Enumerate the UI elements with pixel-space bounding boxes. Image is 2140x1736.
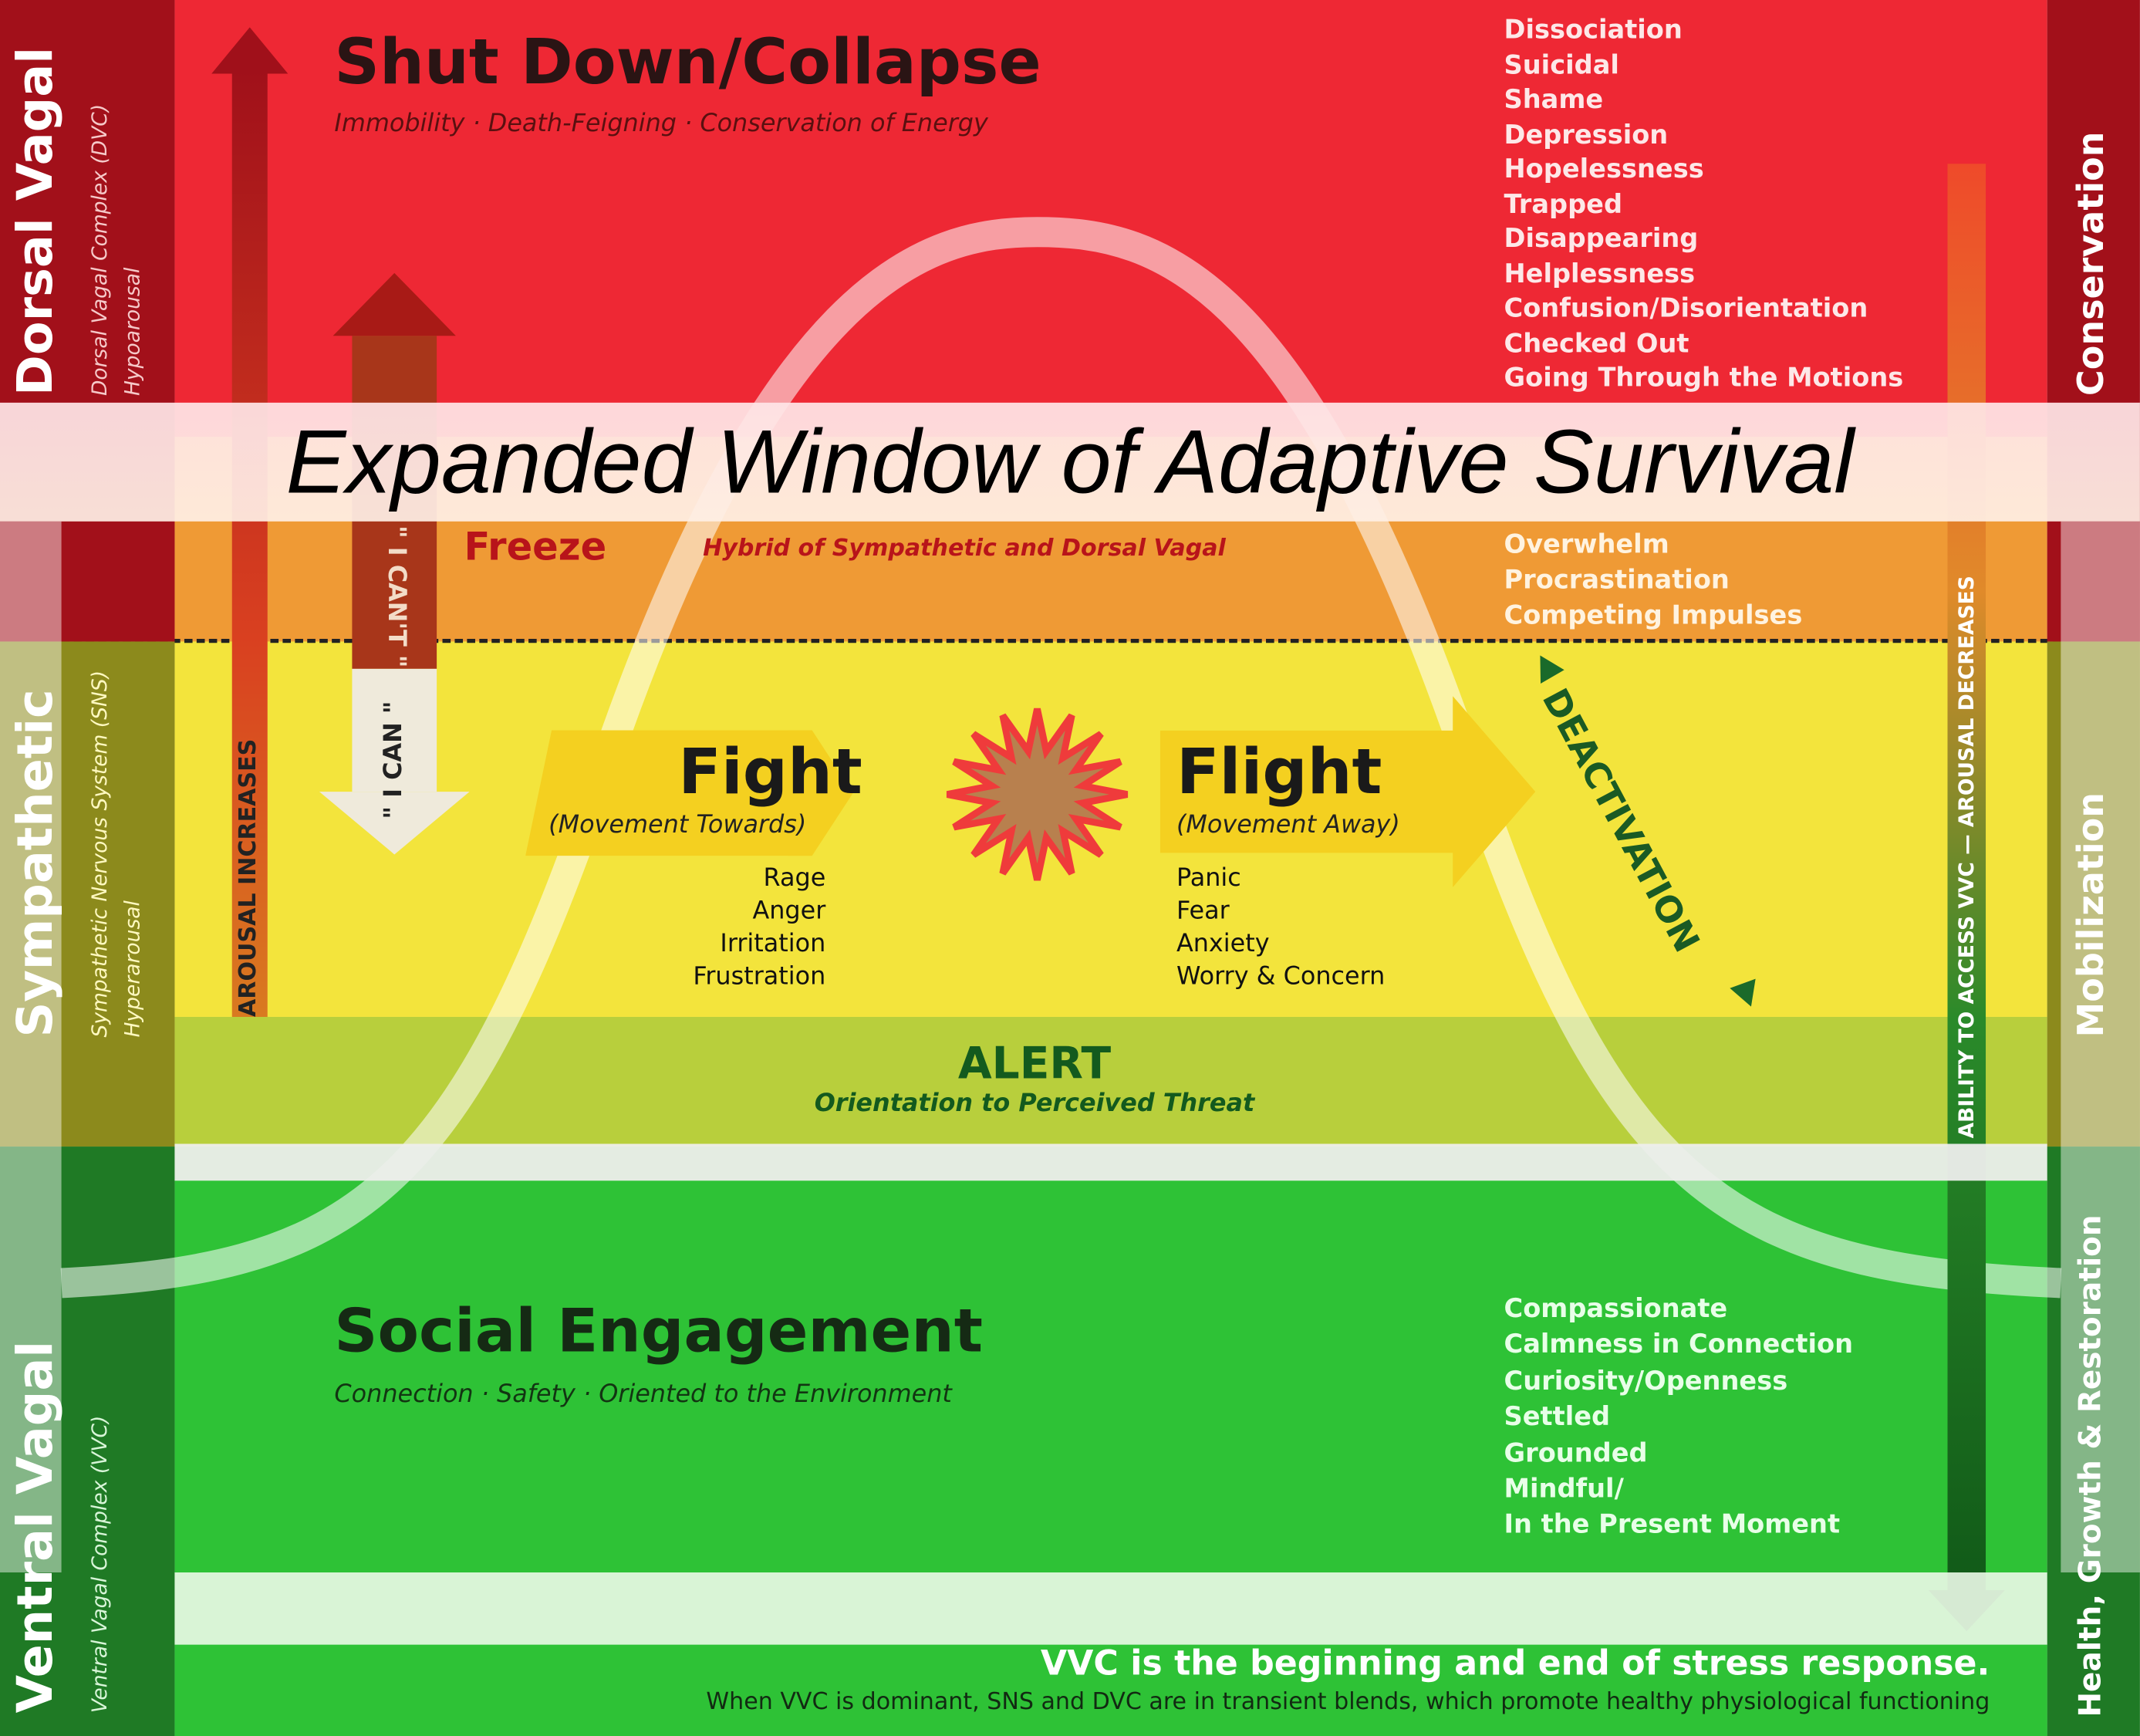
shutdown-title: Shut Down/Collapse [334,24,1041,99]
arousal-increases-label: AROUSAL INCREASES [235,738,262,1017]
freeze-title: Freeze [464,524,607,569]
state-item: Fear [1176,897,1230,926]
right-mobilization [2047,641,2140,1147]
state-item: Panic [1176,863,1241,893]
state-item: Helplessness [1504,258,1696,289]
state-item: Competing Impulses [1504,600,1803,631]
alert-subtitle: Orientation to Perceived Threat [814,1089,1255,1118]
state-item: In the Present Moment [1504,1510,1841,1541]
left-ventral [0,1147,175,1736]
i-cant-arrow-head-icon [332,272,456,336]
fight-subtitle: (Movement Towards) [549,810,807,839]
state-item: Anxiety [1176,929,1270,958]
ability-arrow [1947,164,1986,1591]
social-subtitle: Connection · Safety · Oriented to the En… [334,1380,952,1409]
state-item: Frustration [693,962,826,991]
overlay-title: Expanded Window of Adaptive Survival [285,410,1855,512]
flight-title: Flight [1176,734,1382,809]
state-item: Curiosity/Openness [1504,1366,1788,1397]
dashed-divider [61,638,2061,643]
left-sympathetic [0,641,175,1147]
ability-label: ABILITY TO ACCESS VVC — AROUSAL DECREASE… [1954,576,1980,1139]
state-item: Confusion/Disorientation [1504,293,1868,324]
overlay-title-band [0,402,2140,522]
fight-arrow [525,730,853,856]
footer-body: When VVC is dominant, SNS and DVC are in… [706,1688,1990,1716]
state-item: Calmness in Connection [1504,1329,1853,1360]
state-item: Worry & Concern [1176,962,1386,991]
state-item: Rage [763,863,826,893]
footer-headline: VVC is the beginning and end of stress r… [1040,1643,1990,1684]
state-item: Checked Out [1504,328,1689,359]
i-cant-label: " I CAN'T " [382,525,411,668]
flight-subtitle: (Movement Away) [1176,810,1400,839]
social-title: Social Engagement [334,1296,984,1366]
state-item: Grounded [1504,1437,1648,1468]
overlay-left-wash [0,521,62,1573]
shutdown-subtitle: Immobility · Death-Feigning · Conservati… [334,109,988,138]
state-item: Settled [1504,1402,1611,1433]
freeze-subtitle: Hybrid of Sympathetic and Dorsal Vagal [703,535,1226,562]
i-can-arrow-head-icon [319,792,470,855]
i-can-arrow [352,668,437,792]
footer-band [174,1644,2047,1736]
overlay-bottom-band [174,1572,2047,1645]
arrow-up-head-icon [211,27,289,74]
state-item: Shame [1504,84,1604,115]
i-can-label: " I CAN " [379,701,408,819]
state-item: Trapped [1504,189,1623,219]
right-health [2047,1147,2140,1736]
state-item: Anger [752,897,826,926]
state-item: Irritation [720,929,826,958]
overlay-right-wash [2061,521,2140,1573]
left-dorsal [0,0,175,642]
state-item: Overwhelm [1504,529,1669,560]
fight-flight-band [174,641,2047,1017]
state-item: Suicidal [1504,49,1619,80]
alert-title: ALERT [957,1037,1112,1089]
right-conservation [2047,0,2140,642]
state-item: Hopelessness [1504,154,1704,184]
state-item: Going Through the Motions [1504,363,1904,393]
state-item: Mindful/ [1504,1474,1624,1505]
starburst-icon [946,708,1129,881]
overlay-divider-band [174,1143,2047,1181]
state-item: Depression [1504,119,1669,150]
state-item: Compassionate [1504,1294,1728,1325]
state-item: Disappearing [1504,224,1699,255]
fight-title: Fight [678,734,862,809]
arousal-increases-arrow [231,68,268,1017]
state-item: Dissociation [1504,15,1683,46]
state-item: Procrastination [1504,565,1730,596]
